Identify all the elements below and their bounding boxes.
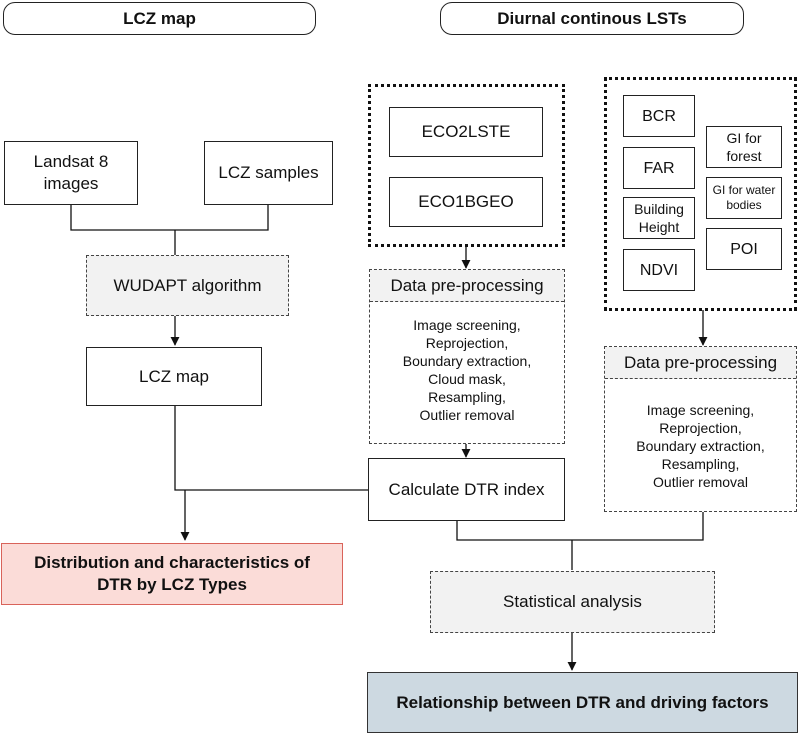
- poi-box: POI: [706, 228, 782, 270]
- header-diurnal-lst: Diurnal continous LSTs: [440, 2, 744, 35]
- driving-factors-group: [604, 77, 797, 311]
- preproc-right-steps: Image screening, Reprojection, Boundary …: [636, 402, 765, 490]
- preproc-middle-title: Data pre-processing: [370, 270, 564, 302]
- lcz-samples-box: LCZ samples: [204, 141, 333, 205]
- bcr-box: BCR: [623, 95, 695, 137]
- calculate-dtr-box: Calculate DTR index: [368, 458, 565, 521]
- eco-products-group: [368, 84, 565, 247]
- building-height-box: Building Height: [623, 197, 695, 239]
- ndvi-box: NDVI: [623, 249, 695, 291]
- preproc-middle-steps: Image screening, Reprojection, Boundary …: [402, 317, 532, 423]
- gi-forest-box: GI for forest: [706, 126, 782, 168]
- distribution-box: Distribution and characteristics of DTR …: [1, 543, 343, 605]
- gi-water-box: GI for water bodies: [706, 177, 782, 219]
- statistical-analysis-box: Statistical analysis: [430, 571, 715, 633]
- header-lcz-map: LCZ map: [3, 2, 316, 35]
- eco2lste-box: ECO2LSTE: [389, 107, 543, 157]
- preproc-right-group: Data pre-processing Image screening, Rep…: [604, 346, 797, 512]
- preproc-middle-group: Data pre-processing Image screening, Rep…: [369, 269, 565, 444]
- lcz-map-box: LCZ map: [86, 347, 262, 406]
- eco1bgeo-box: ECO1BGEO: [389, 177, 543, 227]
- line-calc-down: [456, 512, 704, 541]
- far-box: FAR: [623, 147, 695, 189]
- wudapt-box: WUDAPT algorithm: [86, 255, 289, 316]
- line-lczmap-down: [174, 406, 368, 491]
- landsat-box: Landsat 8 images: [4, 141, 138, 205]
- relationship-box: Relationship between DTR and driving fac…: [367, 672, 798, 733]
- line-landsat-down: [70, 205, 269, 231]
- preproc-right-title: Data pre-processing: [605, 347, 796, 379]
